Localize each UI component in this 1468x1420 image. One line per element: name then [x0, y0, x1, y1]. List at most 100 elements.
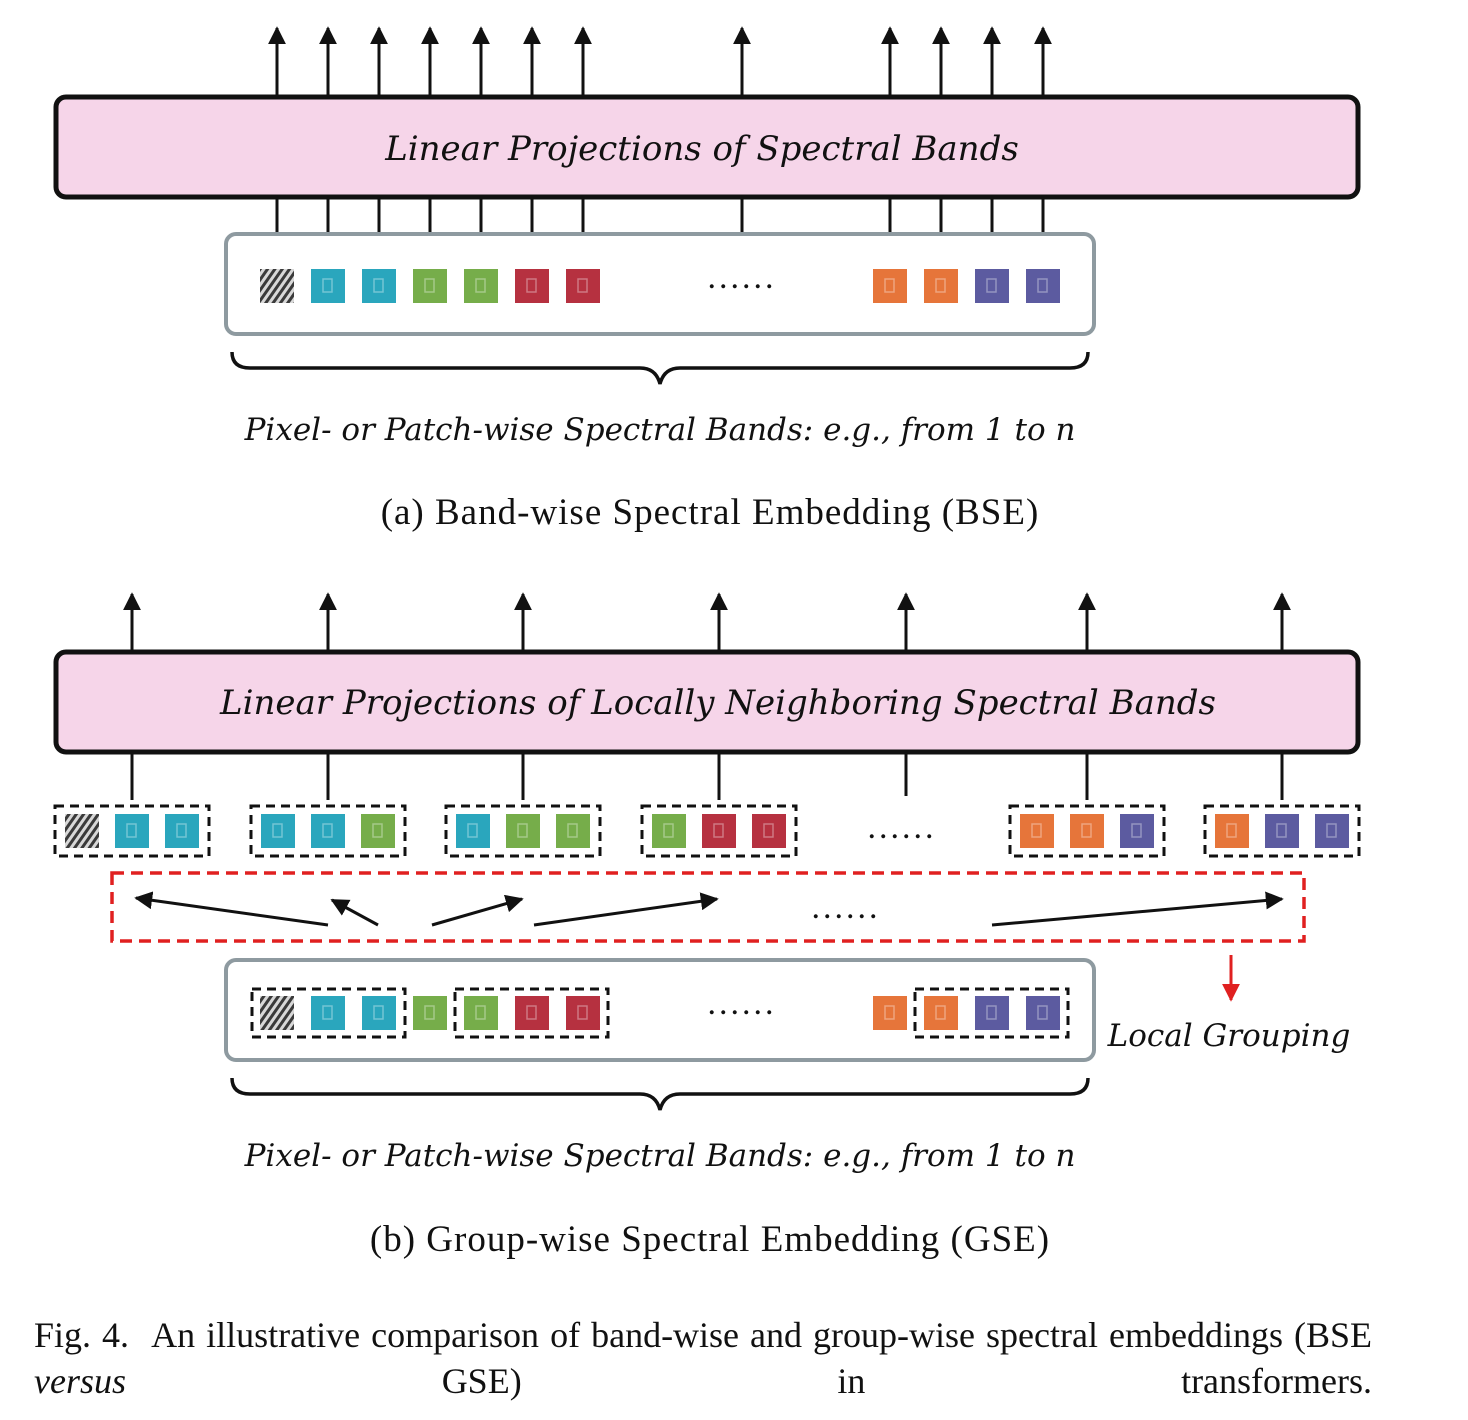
token-glyph: [517, 823, 528, 838]
token-glyph: [986, 1005, 997, 1020]
output-arrows: [123, 592, 1291, 650]
projection-label: Linear Projections of Locally Neighborin…: [219, 683, 1216, 723]
band-token-orange: [1020, 814, 1054, 848]
grouping-arrows: [134, 891, 1284, 927]
figure-caption: Fig. 4. An illustrative comparison of ba…: [34, 1312, 1372, 1404]
token-glyph: [322, 823, 333, 838]
local-grouping-label: Local Grouping: [1107, 1018, 1351, 1054]
token-glyph: [1326, 823, 1337, 838]
grouping-arrow: [330, 898, 379, 927]
token-glyph: [526, 1005, 537, 1020]
token-glyph: [1031, 823, 1042, 838]
token-glyph: [1276, 823, 1287, 838]
grouping-arrow: [533, 892, 719, 927]
token-glyph: [372, 823, 383, 838]
band-token-orange: [873, 269, 907, 303]
bands-container: [224, 958, 1096, 1062]
token-glyph: [1081, 823, 1092, 838]
band-token-red: [515, 996, 549, 1030]
panel-b: Linear Projections of Locally Neighborin…: [53, 592, 1361, 1260]
band-token-red: [566, 269, 600, 303]
grouping-arrow: [431, 894, 524, 927]
band-token-orange: [924, 996, 958, 1030]
subfigure-caption: (b) Group-wise Spectral Embedding (GSE): [370, 1219, 1050, 1260]
band-token-purple: [1026, 996, 1060, 1030]
band-token-green: [413, 269, 447, 303]
token-glyph: [322, 1005, 333, 1020]
band-token-green: [464, 269, 498, 303]
grouping-arrow: [991, 891, 1284, 927]
token-glyph: [373, 278, 384, 293]
group-box: [453, 987, 610, 1039]
input-lines: [130, 754, 1284, 800]
band-token-purple: [1026, 269, 1060, 303]
bands-container: [224, 232, 1096, 336]
band-token-image: [260, 269, 294, 303]
output-arrows: [268, 26, 1052, 95]
caption-text-start: An illustrative comparison of band-wise …: [151, 1315, 1372, 1355]
curly-brace: [230, 1077, 1090, 1111]
band-token-cyan: [362, 269, 396, 303]
group-box: [1008, 804, 1166, 858]
bottom-group-boxes: [250, 987, 1070, 1039]
projection-box: [53, 649, 1361, 755]
token-glyph: [373, 1005, 384, 1020]
token-group: [1008, 804, 1166, 858]
grouping-arrow: [134, 891, 329, 927]
band-token-green: [652, 814, 686, 848]
band-token-green: [464, 996, 498, 1030]
token-glyph: [986, 278, 997, 293]
band-tokens: [260, 269, 1060, 303]
band-token-orange: [873, 996, 907, 1030]
band-token-red: [566, 996, 600, 1030]
band-token-purple: [975, 269, 1009, 303]
band-token-cyan: [311, 269, 345, 303]
group-box: [444, 804, 602, 858]
token-glyph: [713, 823, 724, 838]
local-grouping-region: [110, 871, 1306, 943]
band-token-green: [413, 996, 447, 1030]
band-token-cyan: [456, 814, 490, 848]
band-token-orange: [924, 269, 958, 303]
arrows-ellipsis: ......: [812, 889, 881, 926]
token-group: [640, 804, 798, 858]
token-glyph: [567, 823, 578, 838]
group-box: [53, 804, 211, 858]
bottom-ellipsis: ......: [708, 985, 777, 1022]
token-glyph: [424, 278, 435, 293]
token-glyph: [577, 1005, 588, 1020]
band-token-red: [752, 814, 786, 848]
band-token-cyan: [261, 814, 295, 848]
caption-text-end: GSE) in transformers.: [441, 1361, 1372, 1401]
projection-label: Linear Projections of Spectral Bands: [384, 129, 1019, 169]
band-token-cyan: [362, 996, 396, 1030]
group-box: [640, 804, 798, 858]
band-token-orange: [1215, 814, 1249, 848]
band-token-purple: [1265, 814, 1299, 848]
token-group: [1203, 804, 1361, 858]
band-token-cyan: [311, 814, 345, 848]
token-glyph: [663, 823, 674, 838]
token-glyph: [577, 278, 588, 293]
band-token-image: [65, 814, 99, 848]
token-glyph: [884, 1005, 895, 1020]
grouped-tokens: [53, 804, 1361, 858]
band-token-image: [260, 996, 294, 1030]
token-glyph: [126, 823, 137, 838]
ellipsis: ......: [708, 259, 777, 296]
token-glyph: [763, 823, 774, 838]
token-glyph: [176, 823, 187, 838]
token-glyph: [526, 278, 537, 293]
token-glyph: [1131, 823, 1142, 838]
token-glyph: [424, 1005, 435, 1020]
token-glyph: [935, 278, 946, 293]
token-glyph: [475, 278, 486, 293]
bands-label: Pixel- or Patch-wise Spectral Bands: e.g…: [244, 1138, 1076, 1174]
token-glyph: [475, 1005, 486, 1020]
band-token-cyan: [311, 996, 345, 1030]
token-group: [53, 804, 211, 858]
curly-brace: [230, 351, 1090, 385]
band-token-cyan: [115, 814, 149, 848]
projection-box: [53, 94, 1361, 200]
band-token-green: [506, 814, 540, 848]
